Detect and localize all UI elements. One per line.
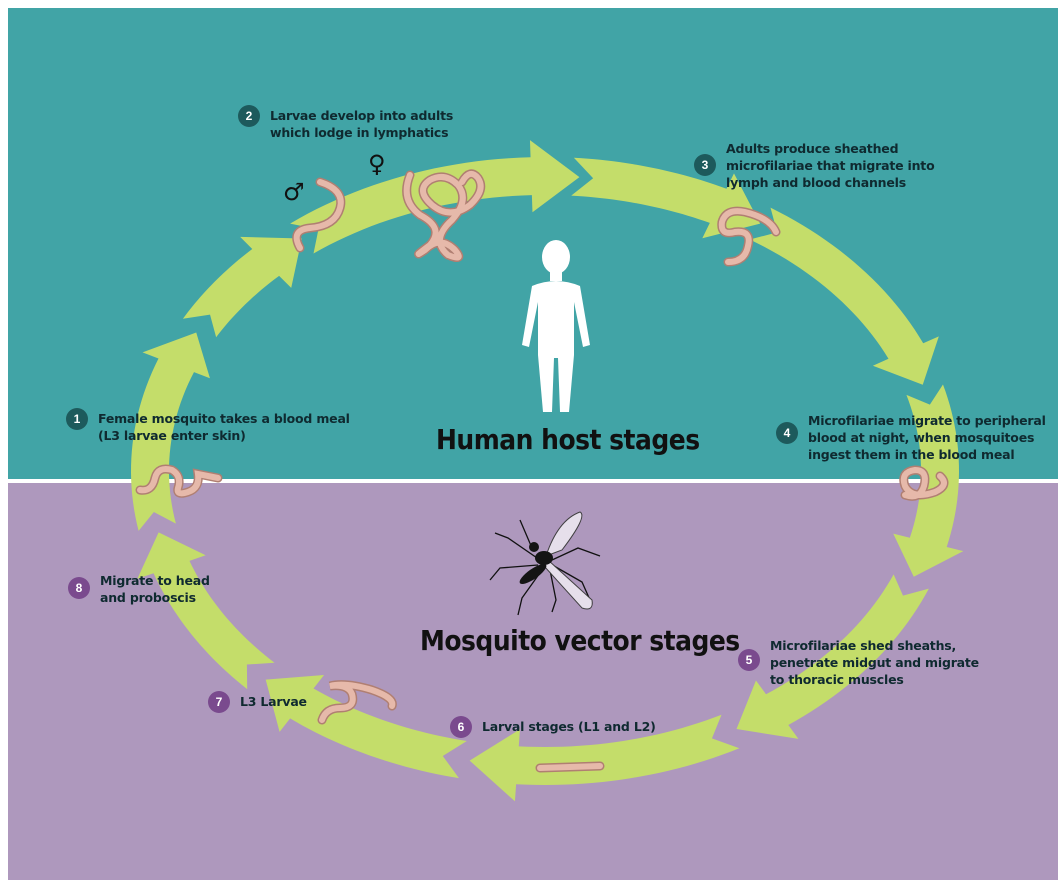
step-5: 5 Microfilariae shed sheaths, penetrate … [738, 637, 979, 688]
female-symbol-icon: ♀ [368, 150, 386, 178]
male-symbol-icon: ♂ [283, 178, 305, 206]
step-text: Larval stages (L1 and L2) [482, 718, 656, 735]
step-line: Microfilariae migrate to peripheral [808, 412, 1046, 429]
step-text: L3 Larvae [240, 693, 307, 710]
step-line: Larvae develop into adults [270, 107, 453, 124]
step-6: 6 Larval stages (L1 and L2) [450, 718, 656, 738]
step-text: Microfilariae migrate to peripheral bloo… [808, 412, 1046, 463]
step-8: 8 Migrate to head and proboscis [68, 572, 210, 606]
step-number-badge: 8 [68, 577, 90, 599]
step-line: L3 Larvae [240, 693, 307, 710]
step-number-badge: 6 [450, 716, 472, 738]
step-line: Migrate to head [100, 572, 210, 589]
step-line: Adults produce sheathed [726, 140, 934, 157]
mosquito-stages-title: Mosquito vector stages [420, 624, 740, 656]
step-line: penetrate midgut and migrate [770, 654, 979, 671]
worm-body [540, 766, 600, 768]
step-line: lymph and blood channels [726, 174, 934, 191]
step-text: Microfilariae shed sheaths, penetrate mi… [770, 637, 979, 688]
cycle-arrow [137, 532, 274, 689]
step-line: microfilariae that migrate into [726, 157, 934, 174]
step-number-badge: 4 [776, 422, 798, 444]
step-text: Larvae develop into adults which lodge i… [270, 107, 453, 141]
step-number-badge: 2 [238, 105, 260, 127]
step-7: 7 L3 Larvae [208, 693, 307, 713]
human-silhouette-icon [522, 240, 590, 412]
step-4: 4 Microfilariae migrate to peripheral bl… [776, 412, 1046, 463]
step-number-badge: 1 [66, 408, 88, 430]
step-line: Microfilariae shed sheaths, [770, 637, 979, 654]
step-line: Larval stages (L1 and L2) [482, 718, 656, 735]
cycle-arrow [183, 237, 302, 337]
step-line: (L3 larvae enter skin) [98, 427, 350, 444]
human-stages-title: Human host stages [436, 423, 700, 455]
step-text: Female mosquito takes a blood meal (L3 l… [98, 410, 350, 444]
step-2: 2 Larvae develop into adults which lodge… [238, 107, 453, 141]
step-line: which lodge in lymphatics [270, 124, 453, 141]
step-3: 3 Adults produce sheathed microfilariae … [694, 140, 934, 191]
step-number-badge: 5 [738, 649, 760, 671]
step-line: and proboscis [100, 589, 210, 606]
step-line: ingest them in the blood meal [808, 446, 1046, 463]
mosquito-icon [490, 512, 600, 615]
step-number-badge: 3 [694, 154, 716, 176]
step-number-badge: 7 [208, 691, 230, 713]
step-text: Migrate to head and proboscis [100, 572, 210, 606]
step-text: Adults produce sheathed microfilariae th… [726, 140, 934, 191]
step-line: to thoracic muscles [770, 671, 979, 688]
step-1: 1 Female mosquito takes a blood meal (L3… [66, 410, 350, 444]
step-line: blood at night, when mosquitoes [808, 429, 1046, 446]
step-line: Female mosquito takes a blood meal [98, 410, 350, 427]
